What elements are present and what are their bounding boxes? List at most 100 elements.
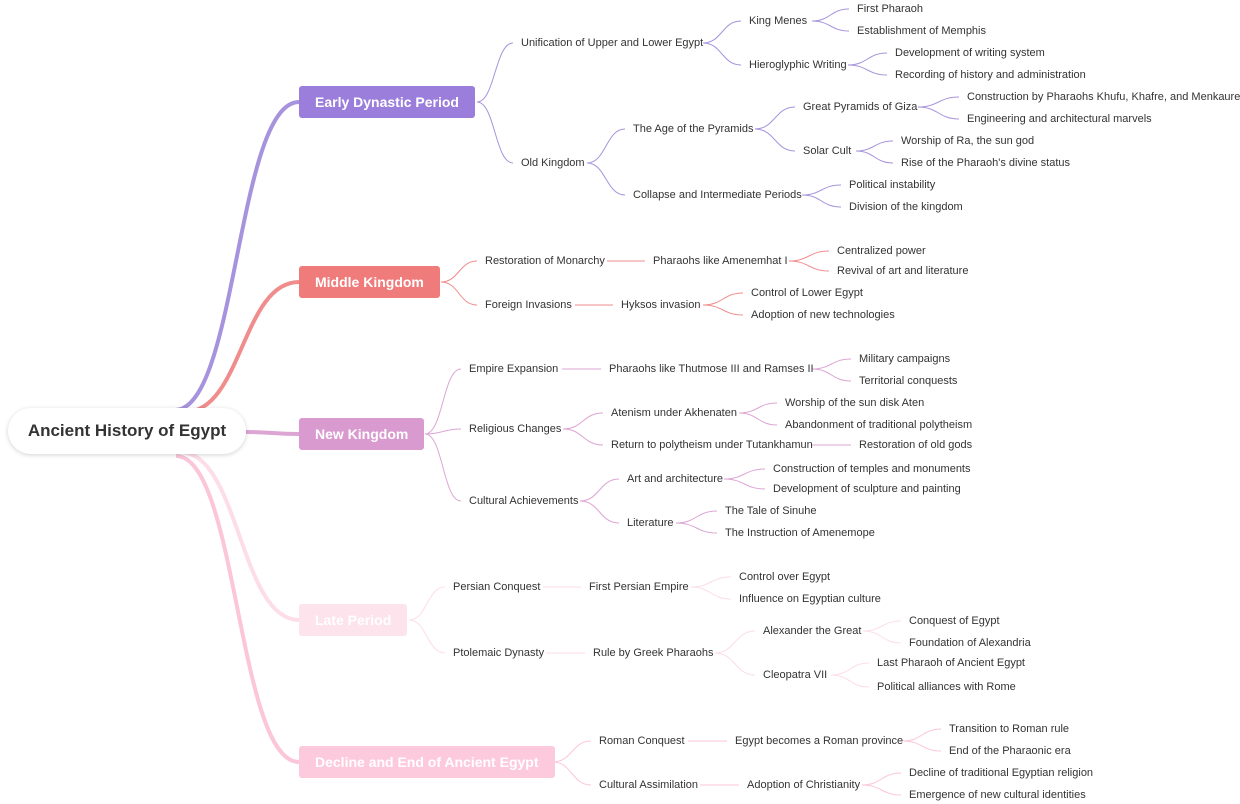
topic-alexander-the-great[interactable]: Alexander the Great xyxy=(763,625,862,637)
topic-influence-egyptian-culture[interactable]: Influence on Egyptian culture xyxy=(739,593,881,605)
branch-late-period[interactable]: Late Period xyxy=(299,604,408,636)
connector-line xyxy=(440,260,478,283)
topic-solar-cult[interactable]: Solar Cult xyxy=(803,145,852,157)
topic-pyramid-construction[interactable]: Construction by Pharaohs Khufu, Khafre, … xyxy=(967,91,1240,103)
topic-engineering-marvels[interactable]: Engineering and architectural marvels xyxy=(967,113,1152,125)
topic-end-pharaonic-era[interactable]: End of the Pharaonic era xyxy=(949,745,1071,757)
connector-line xyxy=(175,454,300,764)
branch-middle-kingdom[interactable]: Middle Kingdom xyxy=(299,266,440,298)
topic-abandonment-polytheism[interactable]: Abandonment of traditional polytheism xyxy=(785,419,973,431)
connector-line xyxy=(811,368,852,382)
topic-restoration-of-monarchy[interactable]: Restoration of Monarchy xyxy=(485,255,605,267)
topic-pharaoh-divine-status[interactable]: Rise of the Pharaoh's divine status xyxy=(901,157,1071,169)
topic-last-pharaoh[interactable]: Last Pharaoh of Ancient Egypt xyxy=(877,657,1025,669)
topic-revival-art-literature[interactable]: Revival of art and literature xyxy=(837,265,969,277)
topic-adoption-christianity[interactable]: Adoption of Christianity xyxy=(747,779,861,791)
connector-line xyxy=(586,162,626,196)
topic-art-architecture[interactable]: Art and architecture xyxy=(627,473,723,485)
connector-line xyxy=(408,586,446,621)
connector-line xyxy=(738,412,778,426)
topic-roman-province[interactable]: Egypt becomes a Roman province xyxy=(735,735,904,747)
topic-worship-of-ra[interactable]: Worship of Ra, the sun god xyxy=(901,135,1035,147)
topic-empire-expansion[interactable]: Empire Expansion xyxy=(469,363,559,375)
topic-military-campaigns[interactable]: Military campaigns xyxy=(859,353,951,365)
topic-greek-pharaohs[interactable]: Rule by Greek Pharaohs xyxy=(593,647,714,659)
topic-return-polytheism[interactable]: Return to polytheism under Tutankhamun xyxy=(611,439,813,451)
topic-cultural-achievements[interactable]: Cultural Achievements xyxy=(469,495,579,507)
topic-new-identities[interactable]: Emergence of new cultural identities xyxy=(909,789,1086,801)
topic-worship-aten[interactable]: Worship of the sun disk Aten xyxy=(785,397,925,409)
topic-foundation-alexandria[interactable]: Foundation of Alexandria xyxy=(909,637,1031,649)
topic-temples-monuments[interactable]: Construction of temples and monuments xyxy=(773,463,971,475)
topic-restoration-old-gods[interactable]: Restoration of old gods xyxy=(859,439,973,451)
connector-line xyxy=(861,772,902,786)
topic-division-of-kingdom[interactable]: Division of the kingdom xyxy=(849,201,963,213)
topic-roman-conquest[interactable]: Roman Conquest xyxy=(599,735,685,747)
connector-line xyxy=(174,100,300,412)
topic-establishment-of-memphis[interactable]: Establishment of Memphis xyxy=(857,25,986,37)
topic-cleopatra[interactable]: Cleopatra VII xyxy=(763,669,828,681)
topic-great-pyramids[interactable]: Great Pyramids of Giza xyxy=(803,101,918,113)
root-topic[interactable]: Ancient History of Egypt xyxy=(8,408,246,454)
connector-line xyxy=(788,250,830,262)
topic-thutmose-ramses[interactable]: Pharaohs like Thutmose III and Ramses II xyxy=(609,363,814,375)
branch-early-dynastic-period[interactable]: Early Dynastic Period xyxy=(299,86,475,118)
topic-old-kingdom[interactable]: Old Kingdom xyxy=(521,157,585,169)
topic-control-lower-egypt[interactable]: Control of Lower Egypt xyxy=(751,287,863,299)
topic-hieroglyphic-writing[interactable]: Hieroglyphic Writing xyxy=(749,59,847,71)
topic-recording-history[interactable]: Recording of history and administration xyxy=(895,69,1086,81)
connector-line xyxy=(714,630,756,654)
connector-line xyxy=(917,106,960,120)
topic-transition-roman-rule[interactable]: Transition to Roman rule xyxy=(949,723,1070,735)
topic-political-instability[interactable]: Political instability xyxy=(849,179,936,191)
connector-line xyxy=(714,652,756,676)
topic-instruction-amenemope[interactable]: The Instruction of Amenemope xyxy=(725,527,875,539)
topic-first-persian-empire[interactable]: First Persian Empire xyxy=(589,581,689,593)
topic-new-technologies[interactable]: Adoption of new technologies xyxy=(751,309,895,321)
connector-line xyxy=(690,586,732,600)
topic-unification[interactable]: Unification of Upper and Lower Egypt xyxy=(521,37,704,49)
topic-alliances-rome[interactable]: Political alliances with Rome xyxy=(877,681,1016,693)
topic-writing-system[interactable]: Development of writing system xyxy=(895,47,1045,59)
topic-decline-religion[interactable]: Decline of traditional Egyptian religion xyxy=(909,767,1094,779)
connector-line xyxy=(754,106,796,130)
topic-atenism[interactable]: Atenism under Akhenaten xyxy=(611,407,737,419)
topic-persian-conquest[interactable]: Persian Conquest xyxy=(453,581,541,593)
topic-king-menes[interactable]: King Menes xyxy=(749,15,808,27)
topic-tale-of-sinuhe[interactable]: The Tale of Sinuhe xyxy=(725,505,817,517)
connector-line xyxy=(245,430,300,436)
branch-new-kingdom[interactable]: New Kingdom xyxy=(299,418,425,450)
topic-conquest-of-egypt[interactable]: Conquest of Egypt xyxy=(909,615,1000,627)
topic-age-of-pyramids[interactable]: The Age of the Pyramids xyxy=(633,123,754,135)
topic-hyksos-invasion[interactable]: Hyksos invasion xyxy=(621,299,701,311)
connector-line xyxy=(723,468,766,480)
topic-ptolemaic-dynasty[interactable]: Ptolemaic Dynasty xyxy=(453,647,545,659)
connector-line xyxy=(862,620,902,632)
connector-line xyxy=(552,740,592,763)
connector-line xyxy=(690,576,732,588)
connector-line xyxy=(738,402,778,414)
topic-literature[interactable]: Literature xyxy=(627,517,674,529)
topic-collapse-intermediate[interactable]: Collapse and Intermediate Periods xyxy=(633,189,802,201)
connector-line xyxy=(476,42,514,103)
topic-control-over-egypt[interactable]: Control over Egypt xyxy=(739,571,831,583)
connector-line xyxy=(861,784,902,796)
connector-line xyxy=(179,450,300,622)
topic-sculpture-painting[interactable]: Development of sculpture and painting xyxy=(773,483,961,495)
topic-religious-changes[interactable]: Religious Changes xyxy=(469,423,562,435)
topic-amenemhat[interactable]: Pharaohs like Amenemhat I xyxy=(653,255,788,267)
topic-territorial-conquests[interactable]: Territorial conquests xyxy=(859,375,958,387)
connector-line xyxy=(440,281,478,306)
connector-line xyxy=(586,128,626,164)
branch-decline-and-end[interactable]: Decline and End of Ancient Egypt xyxy=(299,746,555,778)
connector-line xyxy=(579,478,620,502)
topic-first-pharaoh[interactable]: First Pharaoh xyxy=(857,3,924,15)
topic-centralized-power[interactable]: Centralized power xyxy=(837,245,926,257)
connector-line xyxy=(424,428,462,435)
topic-foreign-invasions[interactable]: Foreign Invasions xyxy=(485,299,572,311)
connector-line xyxy=(675,522,718,534)
connector-line xyxy=(579,500,620,524)
connector-line xyxy=(476,101,514,164)
topic-cultural-assimilation[interactable]: Cultural Assimilation xyxy=(599,779,699,791)
